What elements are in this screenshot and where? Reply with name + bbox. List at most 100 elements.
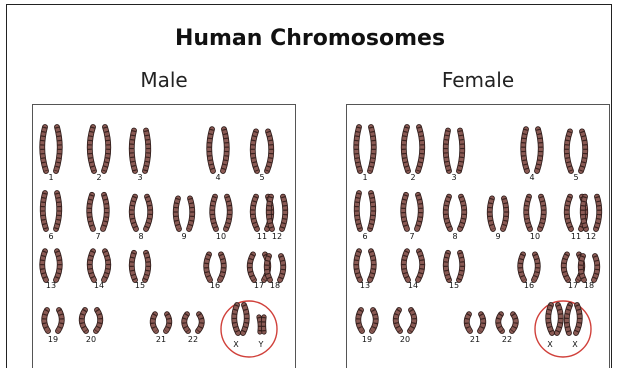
female-chromosome-pair-20 <box>396 310 415 331</box>
male-chromosome-pair-10 <box>212 197 230 229</box>
male-chromosome-pair-21 <box>153 314 170 331</box>
male-chromosome-label-15: 15 <box>135 281 145 290</box>
female-chromosome-label-21: 21 <box>470 335 480 344</box>
male-chromosome-pair-5 <box>253 131 272 171</box>
male-chromosome-pair-19 <box>44 310 62 331</box>
female-chromosome-label-9: 9 <box>495 232 500 241</box>
male-panel-title: Male <box>32 68 296 92</box>
male-chromosome-label-4: 4 <box>215 173 220 182</box>
female-chromosome-pair-18 <box>581 256 598 280</box>
male-chromosome-label-8: 8 <box>138 232 143 241</box>
male-sex-chromosome-circle <box>221 301 277 357</box>
female-chromosome-label-8: 8 <box>452 232 457 241</box>
male-chromosome-label-21: 21 <box>156 335 166 344</box>
male-chromosome-label-9: 9 <box>181 232 186 241</box>
male-chromosome-label-10: 10 <box>216 232 226 241</box>
male-chromosome-pair-1 <box>42 127 60 171</box>
female-chromosome-pair-1 <box>356 127 374 171</box>
male-chromosome-pair-4 <box>209 129 227 171</box>
female-chromosome-label-14: 14 <box>408 281 418 290</box>
male-chromosome-label-16: 16 <box>210 281 220 290</box>
male-chromosome-label-14: 14 <box>94 281 104 290</box>
female-chromosome-pair-5 <box>567 131 586 171</box>
female-chromosome-pair-15 <box>446 253 463 280</box>
male-sex-chromosomes <box>234 305 264 333</box>
male-chromosome-label-7: 7 <box>95 232 100 241</box>
female-chromosome-label-7: 7 <box>409 232 414 241</box>
male-chromosome-pair-14 <box>90 251 109 280</box>
female-chromosome-pair-10 <box>526 197 544 229</box>
male-chromosome-pair-6 <box>43 193 60 229</box>
female-chromosome-pair-22 <box>498 314 516 331</box>
female-chromosome-pair-2 <box>404 127 423 171</box>
female-sex-chromosome-label-1: X <box>547 340 553 349</box>
male-chromosome-pair-13 <box>42 251 60 280</box>
male-chromosome-pair-8 <box>132 197 151 229</box>
female-chromosome-label-5: 5 <box>573 173 578 182</box>
female-chromosome-pair-4 <box>523 129 541 171</box>
female-chromosome-label-19: 19 <box>362 335 372 344</box>
male-chromosome-label-3: 3 <box>137 173 142 182</box>
female-sex-chromosome-label-2: X <box>572 340 578 349</box>
male-chromosome-label-1: 1 <box>48 173 53 182</box>
male-chromosome-label-20: 20 <box>86 335 96 344</box>
female-chromosome-label-22: 22 <box>502 335 512 344</box>
female-chromosome-label-13: 13 <box>360 281 370 290</box>
male-chromosome-label-6: 6 <box>48 232 53 241</box>
male-chromosome-label-11: 11 <box>257 232 267 241</box>
female-chromosome-label-3: 3 <box>451 173 456 182</box>
male-chromosome-pair-7 <box>89 195 107 229</box>
male-sex-chromosome-label-1: X <box>233 340 239 349</box>
female-sex-chromosome-circle <box>535 301 591 357</box>
female-chromosome-pair-6 <box>357 193 374 229</box>
male-sex-chromosome-label-2: Y <box>258 340 264 349</box>
male-chromosome-label-19: 19 <box>48 335 58 344</box>
female-chromosome-label-6: 6 <box>362 232 367 241</box>
female-chromosome-pair-3 <box>446 131 463 171</box>
male-chromosome-pair-22 <box>184 314 202 331</box>
female-chromosome-label-1: 1 <box>362 173 367 182</box>
female-chromosome-pair-21 <box>467 314 484 331</box>
female-chromosome-pair-16 <box>520 254 538 280</box>
female-chromosome-pair-19 <box>358 310 376 331</box>
male-chromosome-label-22: 22 <box>188 335 198 344</box>
male-karyotype-svg: 12345678910111213141516171819202122XY <box>33 105 297 369</box>
page-title: Human Chromosomes <box>0 26 620 51</box>
male-chromosome-pair-16 <box>206 254 224 280</box>
female-chromosome-pair-8 <box>446 197 465 229</box>
female-chromosome-label-17: 17 <box>568 281 578 290</box>
female-panel-title: Female <box>346 68 610 92</box>
male-chromosome-pair-3 <box>132 131 149 171</box>
male-chromosome-label-5: 5 <box>259 173 264 182</box>
female-chromosome-pair-9 <box>490 198 507 229</box>
female-chromosome-label-2: 2 <box>410 173 415 182</box>
male-chromosome-pair-12 <box>269 197 286 229</box>
female-chromosome-label-16: 16 <box>524 281 534 290</box>
male-sex-chromosome-2-b-body <box>264 317 265 332</box>
female-chromosome-label-10: 10 <box>530 232 540 241</box>
male-chromosome-pair-18 <box>267 256 284 280</box>
female-chromosome-pair-13 <box>356 251 374 280</box>
male-chromosome-pair-15 <box>132 253 149 280</box>
male-chromosome-label-18: 18 <box>270 281 280 290</box>
female-chromosome-pair-14 <box>404 251 423 280</box>
female-chromosome-label-20: 20 <box>400 335 410 344</box>
male-chromosome-pair-9 <box>176 198 193 229</box>
male-chromosome-label-13: 13 <box>46 281 56 290</box>
female-chromosome-label-12: 12 <box>586 232 596 241</box>
female-chromosome-label-4: 4 <box>529 173 534 182</box>
male-chromosome-label-17: 17 <box>254 281 264 290</box>
female-chromosome-label-18: 18 <box>584 281 594 290</box>
male-chromosome-label-12: 12 <box>272 232 282 241</box>
female-chromosome-label-11: 11 <box>571 232 581 241</box>
female-chromosome-pair-7 <box>403 195 421 229</box>
male-chromosome-pair-20 <box>82 310 101 331</box>
male-sex-chromosome-2-a-body <box>259 317 260 332</box>
male-chromosome-pair-2 <box>90 127 109 171</box>
male-chromosome-label-2: 2 <box>96 173 101 182</box>
female-chromosome-label-15: 15 <box>449 281 459 290</box>
female-chromosome-pair-12 <box>583 197 600 229</box>
